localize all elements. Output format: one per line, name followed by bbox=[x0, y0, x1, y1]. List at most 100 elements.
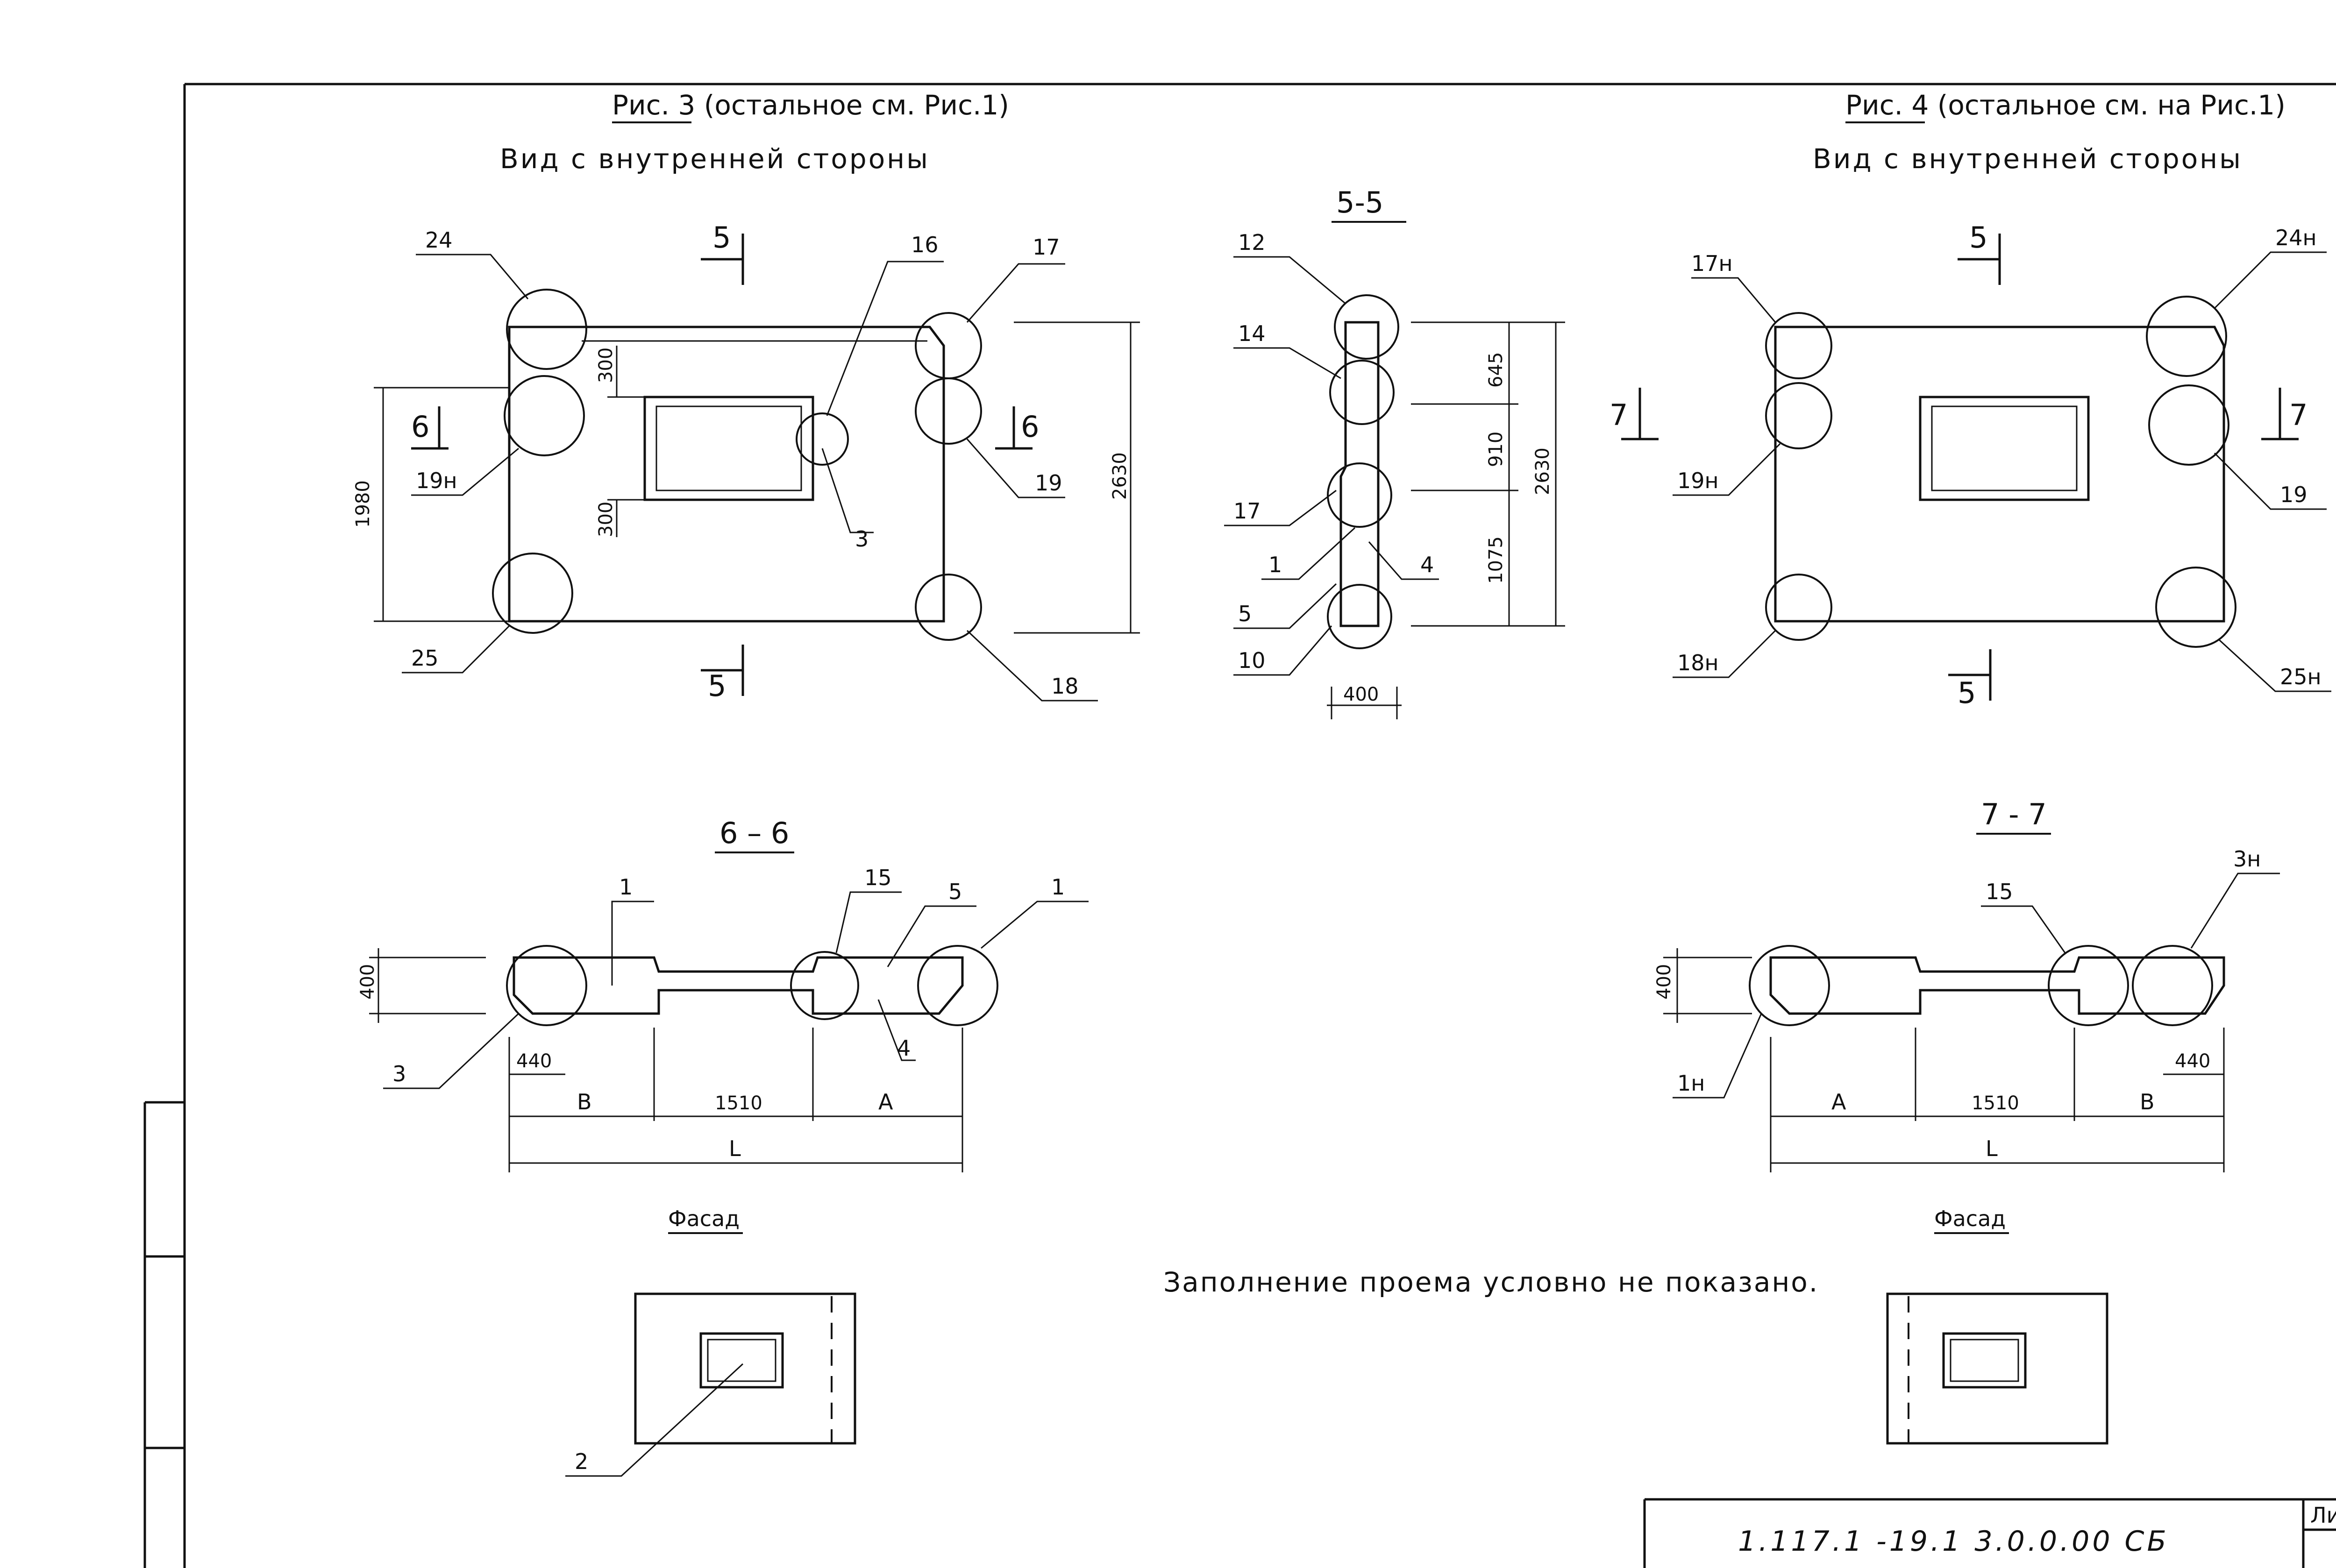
fig3-leader-3 bbox=[821, 448, 874, 533]
fig4-leader-24n bbox=[2214, 251, 2327, 309]
fig3-callout-17: 17 bbox=[1033, 234, 1060, 260]
fig4-cut-7-left bbox=[1621, 388, 1659, 440]
fig4-node-19n bbox=[1765, 382, 1832, 449]
sec55-callout-1: 1 bbox=[1268, 552, 1282, 577]
fig3-node-19 bbox=[915, 377, 982, 445]
fig4-node-18n bbox=[1765, 574, 1832, 641]
sec77-node-3n bbox=[2132, 945, 2213, 1026]
fig3-dim-1980 bbox=[374, 387, 509, 622]
fig3-dim-300-bottom-label: 300 bbox=[595, 502, 617, 537]
fig3-dim-2630-label: 2630 bbox=[1109, 452, 1131, 500]
sec55-leader-5 bbox=[1233, 583, 1337, 629]
sec77-dim-1510: 1510 bbox=[1972, 1093, 2019, 1114]
fig4-callout-24n: 24н bbox=[2275, 225, 2317, 250]
sec77-dims bbox=[1663, 948, 2225, 1172]
sec55-leader-1 bbox=[1261, 527, 1356, 580]
fig3-opening-inner bbox=[655, 405, 802, 491]
facade-right-title: Фасад bbox=[1934, 1206, 2006, 1231]
sec55-node-14 bbox=[1329, 360, 1395, 425]
sec66-leader-1b bbox=[981, 901, 1089, 949]
fig4-opening-inner bbox=[1931, 405, 2078, 491]
fig3-leader-18 bbox=[966, 630, 1098, 702]
sec77-dim-400: 400 bbox=[1653, 964, 1675, 1000]
sec77-callout-3n: 3н bbox=[2233, 846, 2261, 872]
stamp-sheet-label: Лист bbox=[2310, 1503, 2336, 1528]
fig3-leader-24 bbox=[416, 254, 529, 299]
sec66-callout-3: 3 bbox=[392, 1061, 406, 1086]
fig3-leader-19n bbox=[411, 447, 519, 496]
fig4-leader-19n bbox=[1673, 443, 1781, 496]
sec55-callout-12: 12 bbox=[1238, 230, 1266, 255]
fig4-cut-5-bottom bbox=[1948, 649, 1992, 701]
fig3-node-18 bbox=[915, 574, 982, 641]
fig3-leader-25 bbox=[402, 625, 510, 674]
facade-right-window-inner bbox=[1950, 1339, 2019, 1382]
sec77-dim-440: 440 bbox=[2175, 1050, 2210, 1072]
fig3-cut-5-bottom-label: 5 bbox=[708, 669, 726, 703]
fig4-title: Рис. 4 (остальное см. на Рис.1) bbox=[1845, 89, 2286, 121]
fig3-callout-19: 19 bbox=[1035, 470, 1062, 496]
sec55-leader-10 bbox=[1233, 625, 1332, 676]
sec55-dim-lines bbox=[1327, 321, 1565, 719]
fig4-node-25n bbox=[2155, 567, 2236, 648]
facade-right-window bbox=[1942, 1332, 2027, 1389]
sec66-callout-5: 5 bbox=[948, 879, 962, 904]
fig4-panel-outline bbox=[1774, 326, 2225, 623]
binding-strip bbox=[143, 1101, 185, 1568]
sec55-node-17 bbox=[1327, 462, 1392, 528]
sec55-dim-910: 910 bbox=[1485, 432, 1507, 467]
sec55-node-10 bbox=[1327, 584, 1392, 649]
fig4-group: Рис. 4 (остальное см. на Рис.1) Вид с вн… bbox=[1610, 89, 2331, 710]
sec66-dim-B: В bbox=[577, 1089, 592, 1114]
fig3-leader-19 bbox=[966, 439, 1065, 498]
fig4-cut-5-bottom-label: 5 bbox=[1958, 676, 1976, 710]
fig4-node-17n bbox=[1765, 312, 1832, 379]
fig3-callout-24: 24 bbox=[425, 227, 453, 253]
sec55-callout-4: 4 bbox=[1420, 552, 1434, 577]
fig3-opening bbox=[643, 396, 814, 501]
sec77-group: 7 - 7 3н 15 1н 400 440 А 1510 В L bbox=[1653, 797, 2280, 1172]
title-block bbox=[1643, 1498, 2336, 1568]
sec66-dim-1510: 1510 bbox=[715, 1093, 762, 1114]
sec66-dim-440: 440 bbox=[516, 1050, 552, 1072]
fig4-cut-5-top bbox=[1958, 234, 2001, 285]
fig4-callout-19n: 19н bbox=[1677, 468, 1719, 493]
fig3-dim-1980-label: 1980 bbox=[352, 480, 374, 528]
sec77-dim-L: L bbox=[1986, 1136, 1998, 1161]
fig3-dim-300-top-label: 300 bbox=[595, 348, 617, 383]
fig3-callout-25: 25 bbox=[411, 646, 439, 671]
fig3-callout-18: 18 bbox=[1051, 674, 1079, 699]
fig4-callout-17n: 17н bbox=[1691, 251, 1733, 276]
fig3-dim-300-bottom bbox=[607, 499, 645, 537]
sec66-dim-A: А bbox=[878, 1089, 893, 1114]
fig3-cut-5-top-label: 5 bbox=[712, 220, 731, 255]
fig4-callout-18n: 18н bbox=[1677, 650, 1719, 675]
fig4-cut-7-right bbox=[2261, 388, 2299, 440]
sec66-node-15 bbox=[790, 951, 859, 1020]
sec55-callout-10: 10 bbox=[1238, 648, 1266, 673]
sec55-title: 5-5 bbox=[1336, 185, 1383, 220]
fig3-cut-5-top bbox=[701, 234, 744, 285]
sec66-node-right bbox=[917, 945, 998, 1026]
fig4-subtitle: Вид с внутренней стороны bbox=[1813, 143, 2243, 175]
fig4-cut-5-top-label: 5 bbox=[1969, 220, 1987, 255]
sec66-leader-5 bbox=[887, 905, 976, 967]
stamp-code: 1.117.1 -19.1 3.0.0.00 СБ bbox=[1738, 1525, 2169, 1558]
sec55-callout-5: 5 bbox=[1238, 601, 1252, 626]
sec77-profile bbox=[1769, 956, 2225, 1015]
sec77-dim-A: А bbox=[1831, 1089, 1846, 1114]
fig3-cut-6-right bbox=[995, 406, 1033, 450]
facade-left-callout-2: 2 bbox=[575, 1449, 588, 1474]
fig3-subtitle: Вид с внутренней стороны bbox=[500, 143, 930, 175]
fig3-callout-16: 16 bbox=[911, 232, 939, 257]
facade-left-title: Фасад bbox=[668, 1206, 740, 1231]
fig4-leader-17n bbox=[1691, 277, 1776, 323]
sec55-callout-17: 17 bbox=[1233, 498, 1261, 524]
sec55-leader-14 bbox=[1233, 347, 1341, 379]
fig3-node-19n bbox=[504, 375, 585, 456]
fig4-node-19 bbox=[2148, 384, 2229, 466]
sec77-callout-1n: 1н bbox=[1677, 1071, 1705, 1096]
sec77-node-15 bbox=[2048, 945, 2129, 1026]
sheet-frame bbox=[183, 83, 2336, 1568]
